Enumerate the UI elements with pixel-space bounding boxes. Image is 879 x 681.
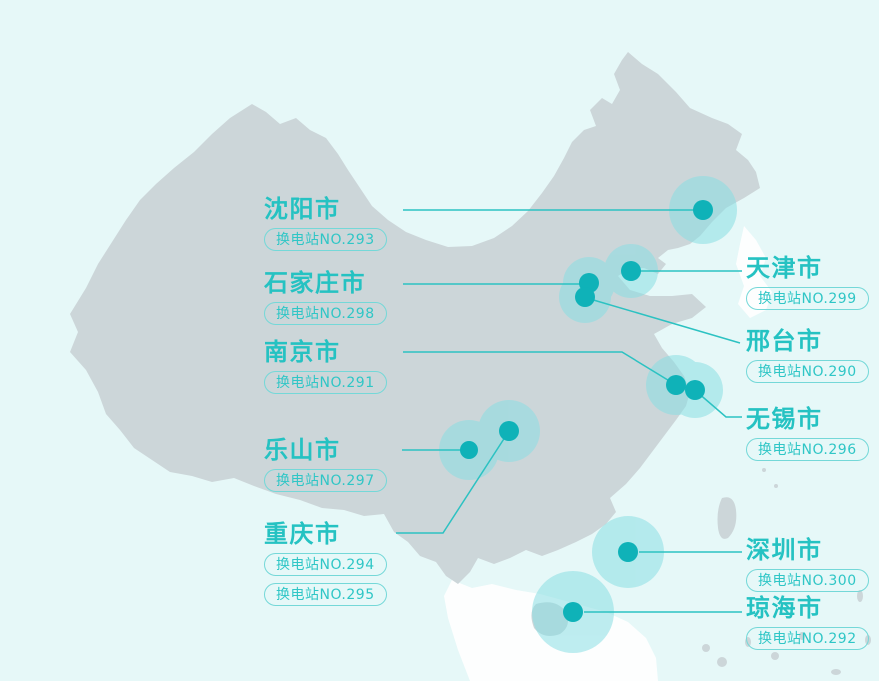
station-badge: 换电站NO.300: [746, 569, 869, 592]
city-name: 无锡市: [746, 405, 823, 433]
city-name: 琼海市: [746, 594, 823, 622]
city-name: 石家庄市: [264, 269, 366, 297]
city-name: 南京市: [264, 338, 341, 366]
city-label-qionghai: 琼海市 换电站NO.292: [746, 596, 869, 650]
station-badge: 换电站NO.291: [264, 371, 387, 394]
city-name: 重庆市: [264, 520, 341, 548]
marker-nanjing[interactable]: [666, 375, 686, 395]
marker-leshan[interactable]: [460, 441, 478, 459]
station-badge: 换电站NO.294: [264, 553, 387, 576]
city-name: 邢台市: [746, 327, 823, 355]
china-mainland-shape: [70, 52, 760, 584]
connector-lines: [396, 209, 742, 613]
station-badge: 换电站NO.298: [264, 302, 387, 325]
city-label-shenzhen: 深圳市 换电站NO.300: [746, 538, 869, 592]
taiwan-island-shape: [717, 497, 737, 539]
station-badge: 换电站NO.292: [746, 627, 869, 650]
marker-dots: [460, 200, 713, 622]
city-label-tianjin: 天津市 换电站NO.299: [746, 256, 869, 310]
marker-shenyang[interactable]: [693, 200, 713, 220]
city-label-wuxi: 无锡市 换电站NO.296: [746, 407, 869, 461]
city-label-nanjing: 南京市 换电站NO.291: [264, 340, 387, 394]
line-wuxi: [696, 391, 742, 418]
station-badge: 换电站NO.290: [746, 360, 869, 383]
station-badge: 换电站NO.295: [264, 583, 387, 606]
line-chongqing: [396, 430, 510, 534]
city-name: 乐山市: [264, 436, 341, 464]
city-label-leshan: 乐山市 换电站NO.297: [264, 438, 387, 492]
marker-shenzhen[interactable]: [618, 542, 638, 562]
marker-wuxi[interactable]: [685, 380, 705, 400]
line-xingtai: [589, 298, 741, 344]
marker-xingtai[interactable]: [575, 287, 595, 307]
marker-qionghai[interactable]: [563, 602, 583, 622]
marker-chongqing[interactable]: [499, 421, 519, 441]
marker-tianjin[interactable]: [621, 261, 641, 281]
station-badge: 换电站NO.296: [746, 438, 869, 461]
city-label-chongqing: 重庆市 换电站NO.294 换电站NO.295: [264, 522, 387, 606]
city-name: 深圳市: [746, 536, 823, 564]
korea-peninsula-shape: [736, 226, 772, 318]
city-label-shenyang: 沈阳市 换电站NO.293: [264, 197, 387, 251]
city-name: 天津市: [746, 254, 823, 282]
city-name: 沈阳市: [264, 195, 341, 223]
station-badge: 换电站NO.293: [264, 228, 387, 251]
city-label-xingtai: 邢台市 换电站NO.290: [746, 329, 869, 383]
city-label-shijiazhuang: 石家庄市 换电站NO.298: [264, 271, 387, 325]
station-badge: 换电站NO.297: [264, 469, 387, 492]
line-nanjing: [403, 351, 677, 386]
station-badge: 换电站NO.299: [746, 287, 869, 310]
